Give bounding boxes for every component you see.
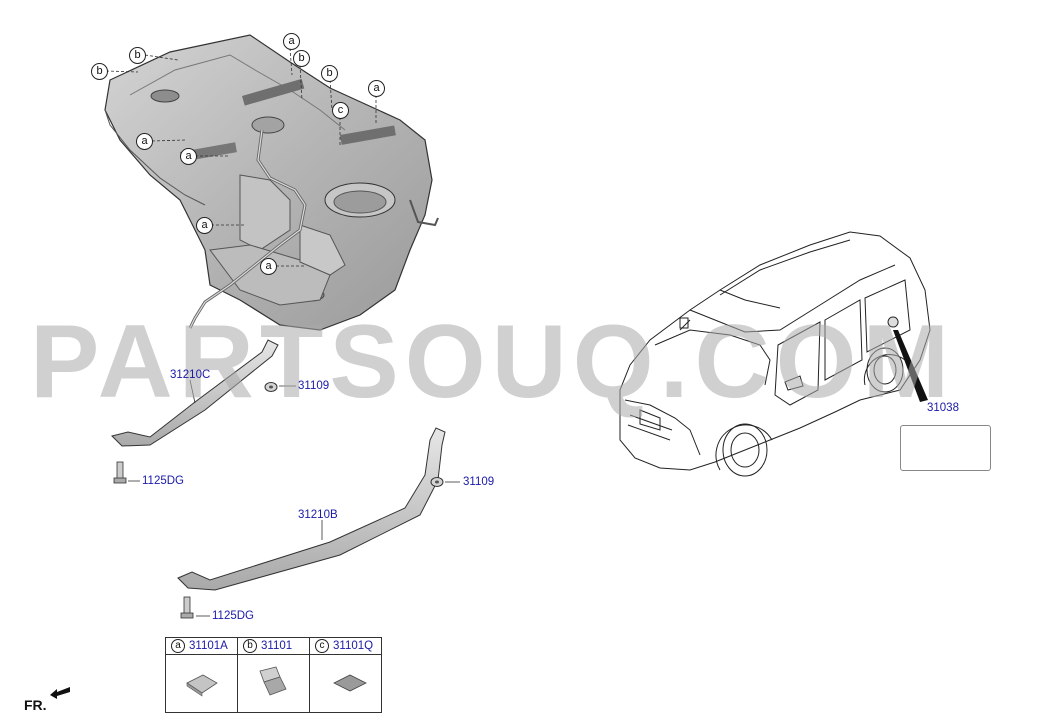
callout-a: a — [368, 80, 385, 97]
pad-bent-icon — [259, 666, 287, 696]
pad-flat-icon — [186, 674, 218, 697]
callout-b: b — [321, 65, 338, 82]
part-label-31210b[interactable]: 31210B — [298, 509, 338, 521]
strap-31210c — [111, 339, 279, 447]
bolt-lower — [180, 596, 210, 619]
legend-letter: a — [171, 639, 185, 653]
fuel-tank — [104, 34, 439, 331]
callout-b: b — [129, 47, 146, 64]
legend-cell-c: c 31101Q — [310, 638, 381, 712]
bolt-upper — [113, 461, 140, 484]
strap-31210b — [177, 427, 446, 591]
part-label-31109-lower[interactable]: 31109 — [463, 476, 495, 488]
legend-code[interactable]: 31101A — [189, 640, 228, 652]
part-label-1125dg-lower[interactable]: 1125DG — [212, 610, 254, 622]
watermark: PARTSOUQ.COM — [30, 304, 956, 420]
nut-upper — [264, 382, 296, 392]
part-label-31109-upper[interactable]: 31109 — [298, 380, 330, 392]
callout-a: a — [180, 148, 197, 165]
pad-square-icon — [333, 674, 367, 692]
legend-letter: b — [243, 639, 257, 653]
legend-code[interactable]: 31101 — [261, 640, 293, 652]
legend-letter: c — [315, 639, 329, 653]
label-31038-box — [900, 425, 991, 471]
part-label-31038[interactable]: 31038 — [927, 402, 959, 414]
part-label-1125dg-upper[interactable]: 1125DG — [142, 475, 184, 487]
callout-leaders — [105, 47, 377, 267]
callout-b: b — [91, 63, 108, 80]
legend-cell-a: a 31101A — [166, 638, 238, 712]
callout-a: a — [136, 133, 153, 150]
callout-c: c — [332, 102, 349, 119]
part-label-31210c[interactable]: 31210C — [170, 369, 211, 381]
callout-b: b — [293, 50, 310, 67]
nut-lower — [430, 477, 460, 487]
callout-a: a — [260, 258, 277, 275]
legend-cell-b: b 31101 — [238, 638, 310, 712]
legend-code[interactable]: 31101Q — [333, 640, 374, 652]
legend-table: a 31101A b 31101 c 31101Q — [165, 637, 382, 713]
label-pointer — [893, 330, 928, 402]
front-direction-label: FR. — [24, 697, 47, 713]
callout-a: a — [283, 33, 300, 50]
callout-a: a — [196, 217, 213, 234]
front-arrow-icon — [50, 687, 70, 699]
